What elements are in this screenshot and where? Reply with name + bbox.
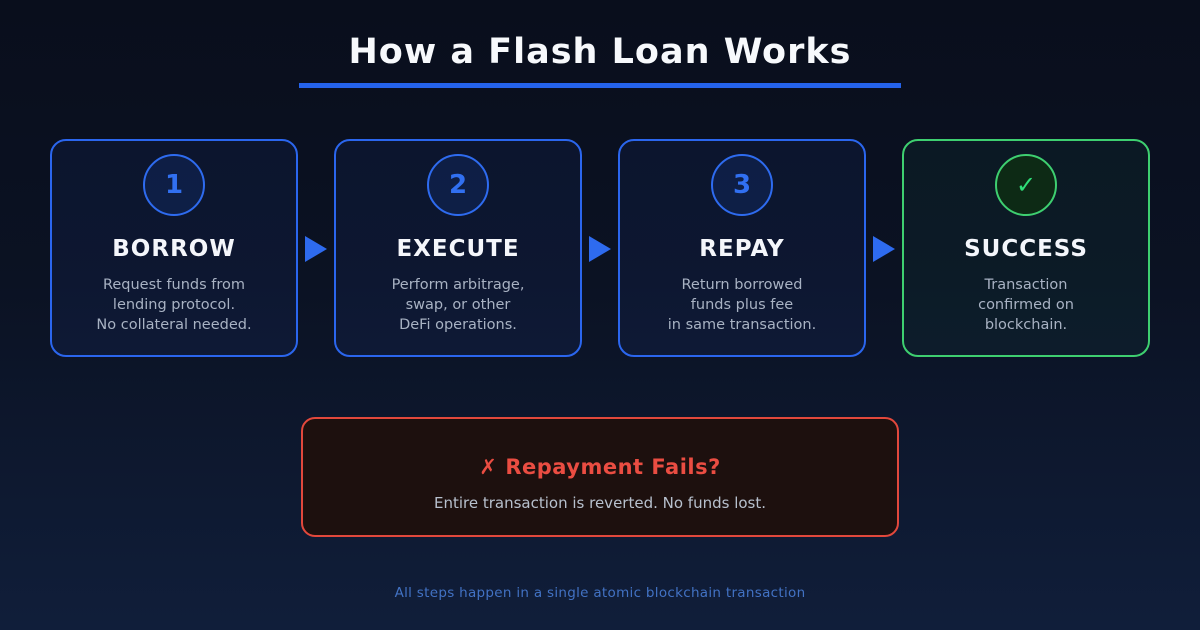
step-number: 3 [732,170,752,200]
title-underline [299,83,901,88]
arrow-right-icon [305,236,327,262]
step-description: Perform arbitrage, swap, or other DeFi o… [391,277,525,333]
step-card-borrow: 1 BORROW Request funds from lending prot… [50,139,298,357]
step-number: 2 [448,170,468,200]
cross-icon: ✗ [479,455,498,479]
step-number-badge: 2 [427,154,489,216]
step-description: Return borrowed funds plus fee in same t… [667,277,817,333]
step-number-badge: 3 [711,154,773,216]
step-number-badge: 1 [143,154,205,216]
step-title: REPAY [699,236,785,262]
step-title: BORROW [112,236,236,262]
arrow-right-icon [589,236,611,262]
step-description: Request funds from lending protocol. No … [96,277,252,333]
step-card-execute: 2 EXECUTE Perform arbitrage, swap, or ot… [334,139,582,357]
steps-row: 1 BORROW Request funds from lending prot… [0,139,1200,357]
failure-warning-box: ✗ Repayment Fails? Entire transaction is … [301,417,899,537]
footer-note: All steps happen in a single atomic bloc… [394,585,806,601]
checkmark-icon: ✓ [1015,171,1037,199]
step-description: Transaction confirmed on blockchain. [978,277,1074,333]
failure-title: ✗ Repayment Fails? [303,455,897,479]
step-card-repay: 3 REPAY Return borrowed funds plus fee i… [618,139,866,357]
failure-subtitle: Entire transaction is reverted. No funds… [434,494,766,512]
step-number: 1 [164,170,184,200]
page-title: How a Flash Loan Works [348,32,852,72]
checkmark-badge: ✓ [995,154,1057,216]
step-title: EXECUTE [396,236,520,262]
arrow-right-icon [873,236,895,262]
step-title: SUCCESS [964,236,1088,262]
failure-title-text: Repayment Fails? [505,455,721,479]
header: How a Flash Loan Works [0,0,1200,88]
step-card-success: ✓ SUCCESS Transaction confirmed on block… [902,139,1150,357]
